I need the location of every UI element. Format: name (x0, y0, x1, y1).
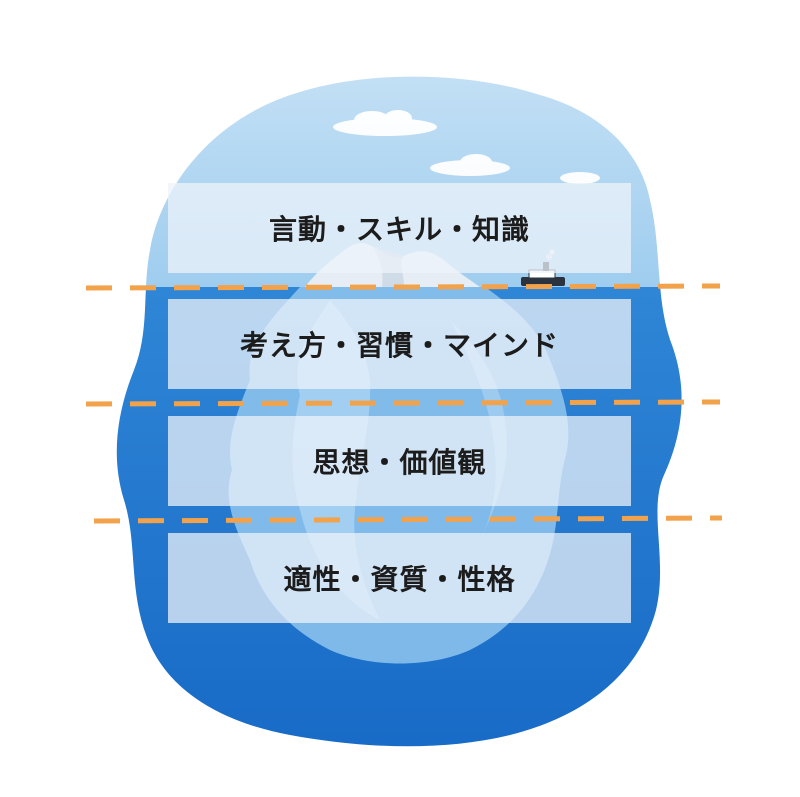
layer-label-2: 考え方・習慣・マインド (239, 329, 559, 362)
divider-line-1 (85, 283, 721, 291)
layer-band-3: 思想・価値観 (168, 416, 631, 506)
layer-label-1: 言動・スキル・知識 (268, 213, 530, 246)
layer-band-1: 言動・スキル・知識 (168, 183, 631, 273)
cloud-icon (333, 110, 600, 184)
layer-label-3: 思想・価値観 (312, 446, 487, 479)
layer-band-4: 適性・資質・性格 (168, 533, 631, 623)
layer-band-2: 考え方・習慣・マインド (168, 299, 631, 389)
layer-dividers (85, 283, 723, 524)
divider-line-2 (85, 399, 721, 407)
divider-line-3 (93, 515, 723, 524)
layer-label-4: 適性・資質・性格 (283, 563, 516, 596)
